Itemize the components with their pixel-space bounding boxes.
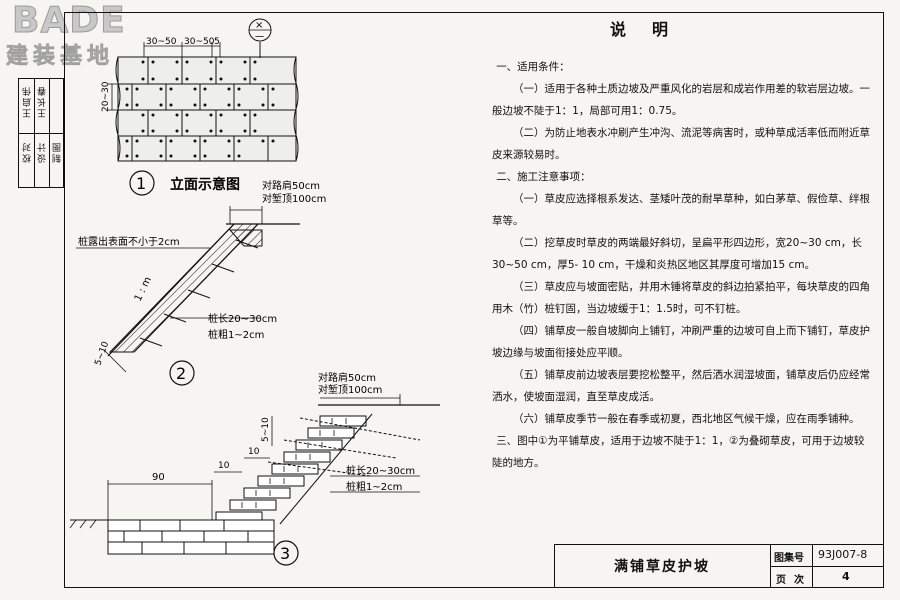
fig1-dim-top-b: 30~50 — [184, 37, 215, 47]
notes-p2: （二）为防止地表水冲刷产生冲沟、流泥等病害时，或种草成活率低而附近草皮来源较易时… — [492, 127, 870, 161]
fig2-shoulder-1: 对路肩50cm — [262, 179, 320, 192]
notes-p5: （三）草皮应与坡面密贴，并用木锤将草皮的斜边拍紧拍平，每块草皮的四角用木（竹）桩… — [492, 281, 870, 315]
logo-brand: BADE — [12, 0, 126, 42]
notes-title: 说明 — [610, 20, 695, 39]
fig1-dim-top-c: 5 — [214, 37, 220, 47]
fig3-dim-base: 90 — [152, 472, 165, 483]
page-label: 页次 — [776, 575, 812, 586]
notes-p3: （一）草皮应选择根系发达、茎矮叶茂的耐旱草种，如白茅草、假俭草、绊根草等。 — [492, 193, 870, 227]
figure-2-flat-sod: 对路肩50cm 对堑顶100cm 桩露出表面不小于2cm 1 : m 桩长20~… — [76, 179, 326, 386]
notes-p8: （六）铺草皮季节一般在春季或初夏，西北地区气候干燥，应在雨季铺种。 — [513, 413, 860, 425]
fig2-number: 2 — [176, 364, 186, 383]
fig3-dim-step-a: 10 — [218, 461, 230, 471]
fig1-section-mark-bottom: 一 — [255, 33, 264, 43]
fig2-stake-length: 桩长20~30cm — [208, 312, 277, 325]
notes-p4: （二）挖草皮时草皮的两端最好斜切，呈扁平形四边形，宽20~30 cm，长30~5… — [492, 237, 862, 271]
fig1-title: 立面示意图 — [170, 176, 240, 193]
fig2-stake-exposed: 桩露出表面不小于2cm — [78, 235, 180, 248]
page-value: 4 — [842, 570, 850, 583]
fig3-shoulder-1: 对路肩50cm — [318, 371, 376, 384]
notes-sec2: 二、施工注意事项： — [496, 171, 591, 183]
fig2-slope-ratio: 1 : m — [133, 275, 154, 303]
fig3-dim-step-b: 10 — [248, 447, 260, 457]
fig3-number: 3 — [280, 544, 290, 563]
fig3-thickness: 5~10 — [261, 417, 271, 442]
title-block — [554, 544, 884, 588]
fig3-shoulder-2: 对堑顶100cm — [318, 383, 382, 396]
atlas-value: 93J007-8 — [818, 548, 868, 561]
fig2-stake-dia: 桩粗1~2cm — [208, 328, 264, 341]
notes-p7: （五）铺草皮前边坡表层要挖松整平，然后洒水润湿坡面，铺草皮后仍应经常洒水，使坡面… — [492, 369, 870, 403]
fig1-dim-side: 20~30 — [101, 81, 111, 112]
notes-body: 一、适用条件： （一）适用于各种土质边坡及严重风化的岩层和成岩作用差的软岩层边坡… — [492, 56, 870, 474]
fig1-dim-top-a: 30~50 — [146, 37, 177, 47]
atlas-label: 图集号 — [774, 553, 804, 564]
fig3-stake-dia: 桩粗1~2cm — [346, 480, 402, 493]
title-block-title: 满铺草皮护坡 — [614, 559, 710, 575]
drawing-frame — [64, 12, 884, 588]
figure-1-elevation: 30~50 30~50 5 20~30 × 一 1 立面示意图 — [101, 18, 299, 196]
logo-subtitle: 建装基地 — [6, 44, 115, 70]
fig2-shoulder-2: 对堑顶100cm — [262, 192, 326, 205]
fig1-number: 1 — [136, 174, 146, 193]
fig1-section-mark-top: × — [255, 20, 263, 31]
notes-p1: （一）适用于各种土质边坡及严重风化的岩层和成岩作用差的软岩层边坡。一般边坡不陡于… — [492, 83, 870, 117]
fig3-stake-length: 桩长20~30cm — [346, 464, 415, 477]
notes-p6: （四）铺草皮一般自坡脚向上铺钉，冲刷严重的边坡可自上而下铺钉，草皮护坡边缘与坡面… — [492, 325, 870, 359]
fig2-thickness: 5~10 — [93, 340, 111, 367]
approval-strip: 校对 设计 制图 王启伟 王长春 — [18, 78, 64, 188]
figure-3-stacked-sod: 90 10 10 对路肩50cm 对堑顶100cm 5~10 桩长20~30cm… — [69, 371, 440, 566]
notes-p9: 三、图中①为平铺草皮，适用于边坡不陡于1：1，②为叠砌草皮，可用于边坡较陡的地方… — [492, 435, 865, 469]
notes-sec1: 一、适用条件： — [496, 61, 570, 73]
